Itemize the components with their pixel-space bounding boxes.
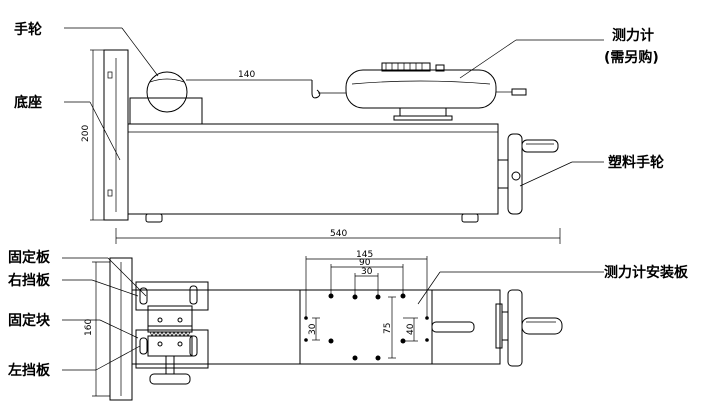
handwheel-circle bbox=[146, 71, 188, 113]
clamp-plate-upper bbox=[135, 281, 209, 311]
label-left-stop-plate: 左挡板 bbox=[7, 362, 51, 379]
clamp-plate-lower bbox=[135, 329, 209, 369]
dim-40: 40 bbox=[406, 323, 416, 335]
dim-height-200: 200 bbox=[81, 125, 91, 142]
label-gauge-mount-plate: 测力计安装板 bbox=[604, 264, 689, 281]
raised-block bbox=[129, 97, 203, 125]
label-plastic-handwheel: 塑料手轮 bbox=[608, 154, 664, 171]
top-plastic-handwheel bbox=[507, 289, 523, 367]
dim-145: 145 bbox=[356, 250, 373, 260]
gauge-hook bbox=[311, 80, 321, 99]
base-body bbox=[127, 123, 499, 215]
label-gauge-note: (需另购) bbox=[604, 49, 659, 66]
mount-hole bbox=[328, 338, 334, 344]
callout-labels: 手轮 底座 测力计 (需另购) 塑料手轮 固定板 右挡板 固定块 左挡板 测力计… bbox=[7, 21, 689, 379]
dim-length-540: 540 bbox=[330, 229, 347, 239]
label-fixed-plate: 固定板 bbox=[8, 249, 51, 266]
dim-75: 75 bbox=[383, 323, 393, 334]
label-gauge: 测力计 bbox=[612, 27, 654, 44]
clamp-knob bbox=[149, 373, 191, 385]
fixed-block-top bbox=[147, 305, 193, 327]
fixed-block-jaw bbox=[147, 325, 193, 333]
mount-hole bbox=[375, 355, 381, 361]
dim-stroke-140: 140 bbox=[238, 70, 255, 80]
top-view: 160 bbox=[84, 250, 563, 401]
lead-screw bbox=[431, 321, 475, 333]
mount-hole bbox=[304, 338, 308, 342]
dim-30-top: 30 bbox=[361, 267, 373, 277]
label-handwheel: 手轮 bbox=[14, 21, 42, 38]
dim-90: 90 bbox=[359, 258, 371, 268]
label-base: 底座 bbox=[14, 94, 42, 111]
dim-30-left: 30 bbox=[308, 323, 318, 335]
gauge-body bbox=[345, 69, 497, 109]
label-right-stop-plate: 右挡板 bbox=[7, 272, 51, 289]
leader-lines bbox=[62, 27, 604, 371]
dim-width-160: 160 bbox=[84, 319, 94, 336]
side-view: 200 540 140 bbox=[81, 49, 561, 244]
label-fixed-block: 固定块 bbox=[8, 312, 51, 329]
mount-hole bbox=[425, 338, 429, 342]
mount-hole bbox=[352, 355, 358, 361]
